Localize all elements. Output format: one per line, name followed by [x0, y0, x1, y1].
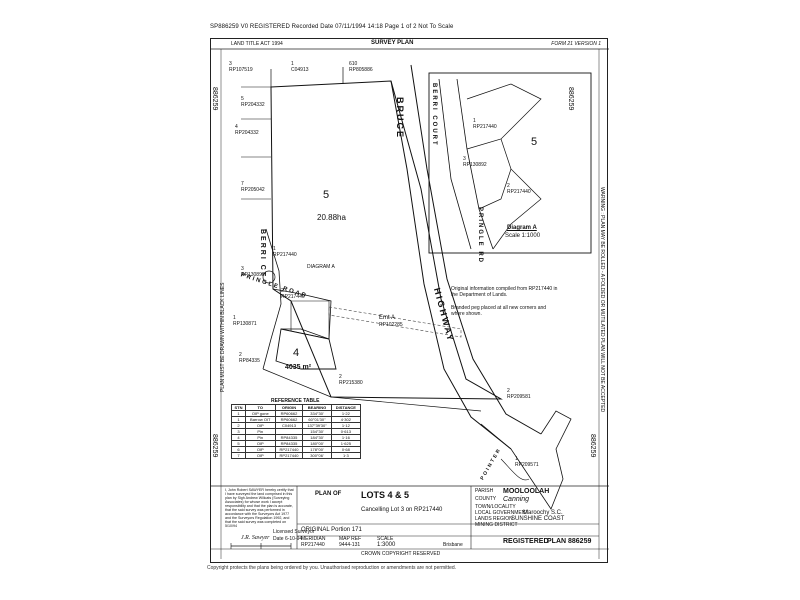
diagram-lot-5: 5 [531, 136, 538, 148]
form-version: FORM 21 VERSION 1 [551, 41, 601, 47]
plan-number: PLAN 886259 [547, 538, 592, 545]
surveyor-certificate: I, John Robert SAWYER hereby certify tha… [225, 488, 294, 528]
grid-ref-bottom-right: 886259 [589, 434, 596, 458]
scale-value: 1:3000 [377, 542, 396, 548]
grid-ref-top-left: 886259 [211, 87, 218, 111]
crown-copyright: CROWN COPYRIGHT RESERVED [361, 551, 441, 557]
road-berri-ct: BERRI CT [259, 229, 266, 279]
lot-4-area: 4035 m² [285, 364, 312, 371]
road-bruce: BRUCE [395, 97, 405, 140]
lot-5-area: 20.88ha [317, 213, 346, 222]
act-label: LAND TITLE ACT 1994 [231, 41, 283, 47]
lga-value: Maroochy S.C. [523, 510, 563, 516]
registered-stamp: REGISTERED [503, 538, 549, 545]
surveyor-signature: J.R. Sawyer [241, 535, 270, 541]
original-portion: ORIGINAL Portion 171 [301, 527, 362, 533]
grid-ref-top-right: 886259 [567, 87, 574, 111]
diagram-title: Diagram A [507, 225, 537, 231]
branded-peg-note: Branded peg placed at all new corners an… [451, 305, 547, 317]
county-label: COUNTY [475, 496, 497, 502]
surveyor-role: Licensed Surveyor [273, 529, 315, 535]
scale-label: SCALE [377, 536, 394, 542]
plan-lots: LOTS 4 & 5 [361, 490, 410, 500]
county-value: Canning [503, 496, 530, 503]
map-ref-value: 9444-131 [339, 542, 361, 548]
copyright-footer: Copyright protects the plans being order… [207, 565, 457, 571]
road-pringle-rd: PRINGLE RD [477, 207, 483, 265]
plan-heading: SURVEY PLAN [371, 40, 414, 46]
road-berri-court: BERRI COURT [431, 83, 437, 147]
parish-value: MOOLOOLAH [503, 488, 550, 495]
berri-ct-road [262, 228, 282, 370]
meridian-value: RP217440 [301, 542, 325, 548]
meridian-label: MERIDIAN [301, 536, 326, 542]
parish-label: PARISH [475, 488, 494, 494]
diagram-scale: Scale 1:1000 [505, 233, 541, 239]
original-info-note: Original information compiled from RP217… [451, 286, 558, 298]
lot-5-boundary [270, 80, 503, 400]
survey-drawing [211, 48, 609, 559]
map-ref-label: MAP REF [339, 536, 362, 542]
cancelling-note: Cancelling Lot 3 on RP217440 [361, 507, 443, 513]
plan-of-label: PLAN OF [315, 491, 342, 497]
bruce-highway-west [390, 80, 512, 450]
certificate-date: Date 6-10-94 [273, 536, 303, 542]
lot-4-number: 4 [293, 347, 300, 359]
lot-4-boundary [275, 328, 337, 370]
pointer-road [480, 410, 572, 510]
easement-a [328, 306, 462, 338]
brisbane-label: Brisbane [443, 542, 463, 548]
grid-ref-bottom-left: 886259 [211, 434, 218, 458]
registration-header: SP886259 V0 REGISTERED Recorded Date 07/… [210, 24, 454, 30]
lands-value: SUNSHINE COAST [511, 516, 565, 522]
mining-label: MINING DISTRICT [475, 522, 518, 528]
town-label: TOWN/LOCALITY [475, 504, 516, 510]
reference-table-title: REFERENCE TABLE [271, 398, 320, 404]
lands-label: LANDS REGION [475, 516, 513, 522]
pringle-road [272, 288, 332, 340]
survey-plan-sheet: LAND TITLE ACT 1994 SURVEY PLAN FORM 21 … [210, 38, 609, 563]
bruce-highway-east [410, 64, 542, 435]
diagram-a-box [428, 72, 592, 254]
diagram-a-marker: DIAGRAM A [307, 264, 335, 270]
lot-5-number: 5 [323, 189, 330, 201]
sheet-top-bar: LAND TITLE ACT 1994 SURVEY PLAN FORM 21 … [211, 39, 607, 49]
lga-label: LOCAL GOVERNMENT [475, 510, 529, 516]
